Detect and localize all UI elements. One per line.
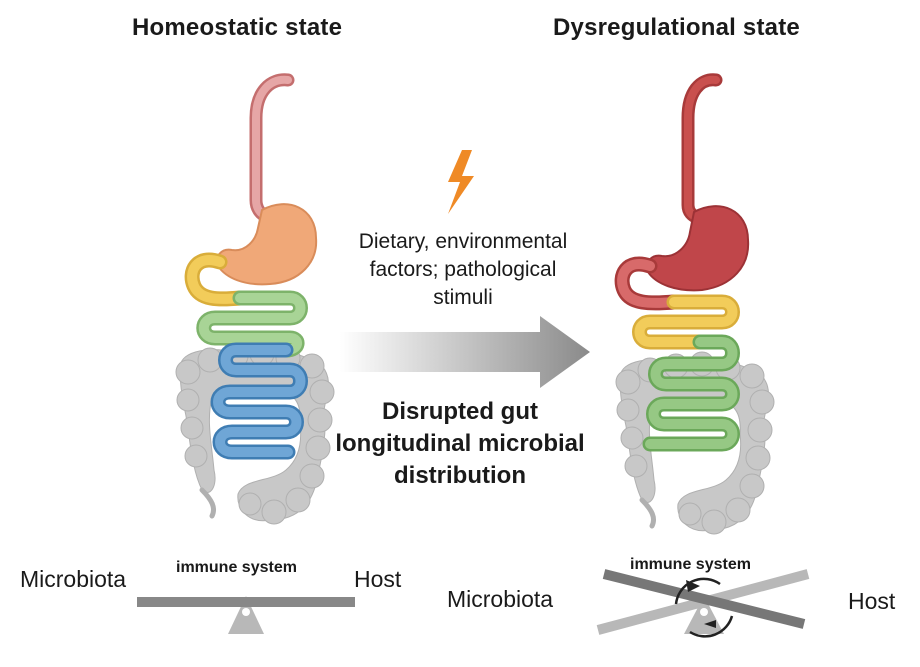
lightning-icon bbox=[448, 150, 474, 214]
immune-system-label: immune system bbox=[176, 559, 297, 576]
balance-beam bbox=[137, 597, 355, 607]
caption-line: Disrupted gut bbox=[382, 398, 538, 425]
dysregulational-title: Dysregulational state bbox=[553, 14, 800, 41]
caption-line: longitudinal microbial bbox=[335, 430, 585, 457]
balanced-seesaw bbox=[137, 596, 355, 634]
stimulus-line: stimuli bbox=[433, 286, 493, 309]
microbiota-label: Microbiota bbox=[20, 566, 127, 592]
immune-system-label: immune system bbox=[630, 556, 751, 573]
balance-beam-dark bbox=[602, 569, 806, 629]
caption-line: distribution bbox=[394, 462, 526, 489]
tilted-seesaw bbox=[596, 569, 810, 638]
host-label: Host bbox=[354, 566, 402, 592]
stimulus-text: Dietary, environmental factors; patholog… bbox=[318, 228, 608, 312]
healthy-stomach bbox=[216, 203, 318, 286]
stimulus-line: factors; pathological bbox=[369, 258, 557, 281]
diseased-stomach bbox=[646, 205, 750, 292]
rotation-arrows-icon bbox=[674, 577, 721, 605]
homeostatic-title: Homeostatic state bbox=[132, 14, 343, 41]
microbiota-label: Microbiota bbox=[447, 586, 554, 612]
stimulus-line: Dietary, environmental bbox=[358, 230, 568, 253]
healthy-gut-illustration bbox=[175, 73, 335, 525]
diseased-gut-illustration bbox=[614, 73, 775, 535]
transition-arrow bbox=[340, 316, 590, 388]
disruption-caption: Disrupted gut longitudinal microbial dis… bbox=[300, 396, 620, 492]
host-label: Host bbox=[848, 588, 896, 614]
